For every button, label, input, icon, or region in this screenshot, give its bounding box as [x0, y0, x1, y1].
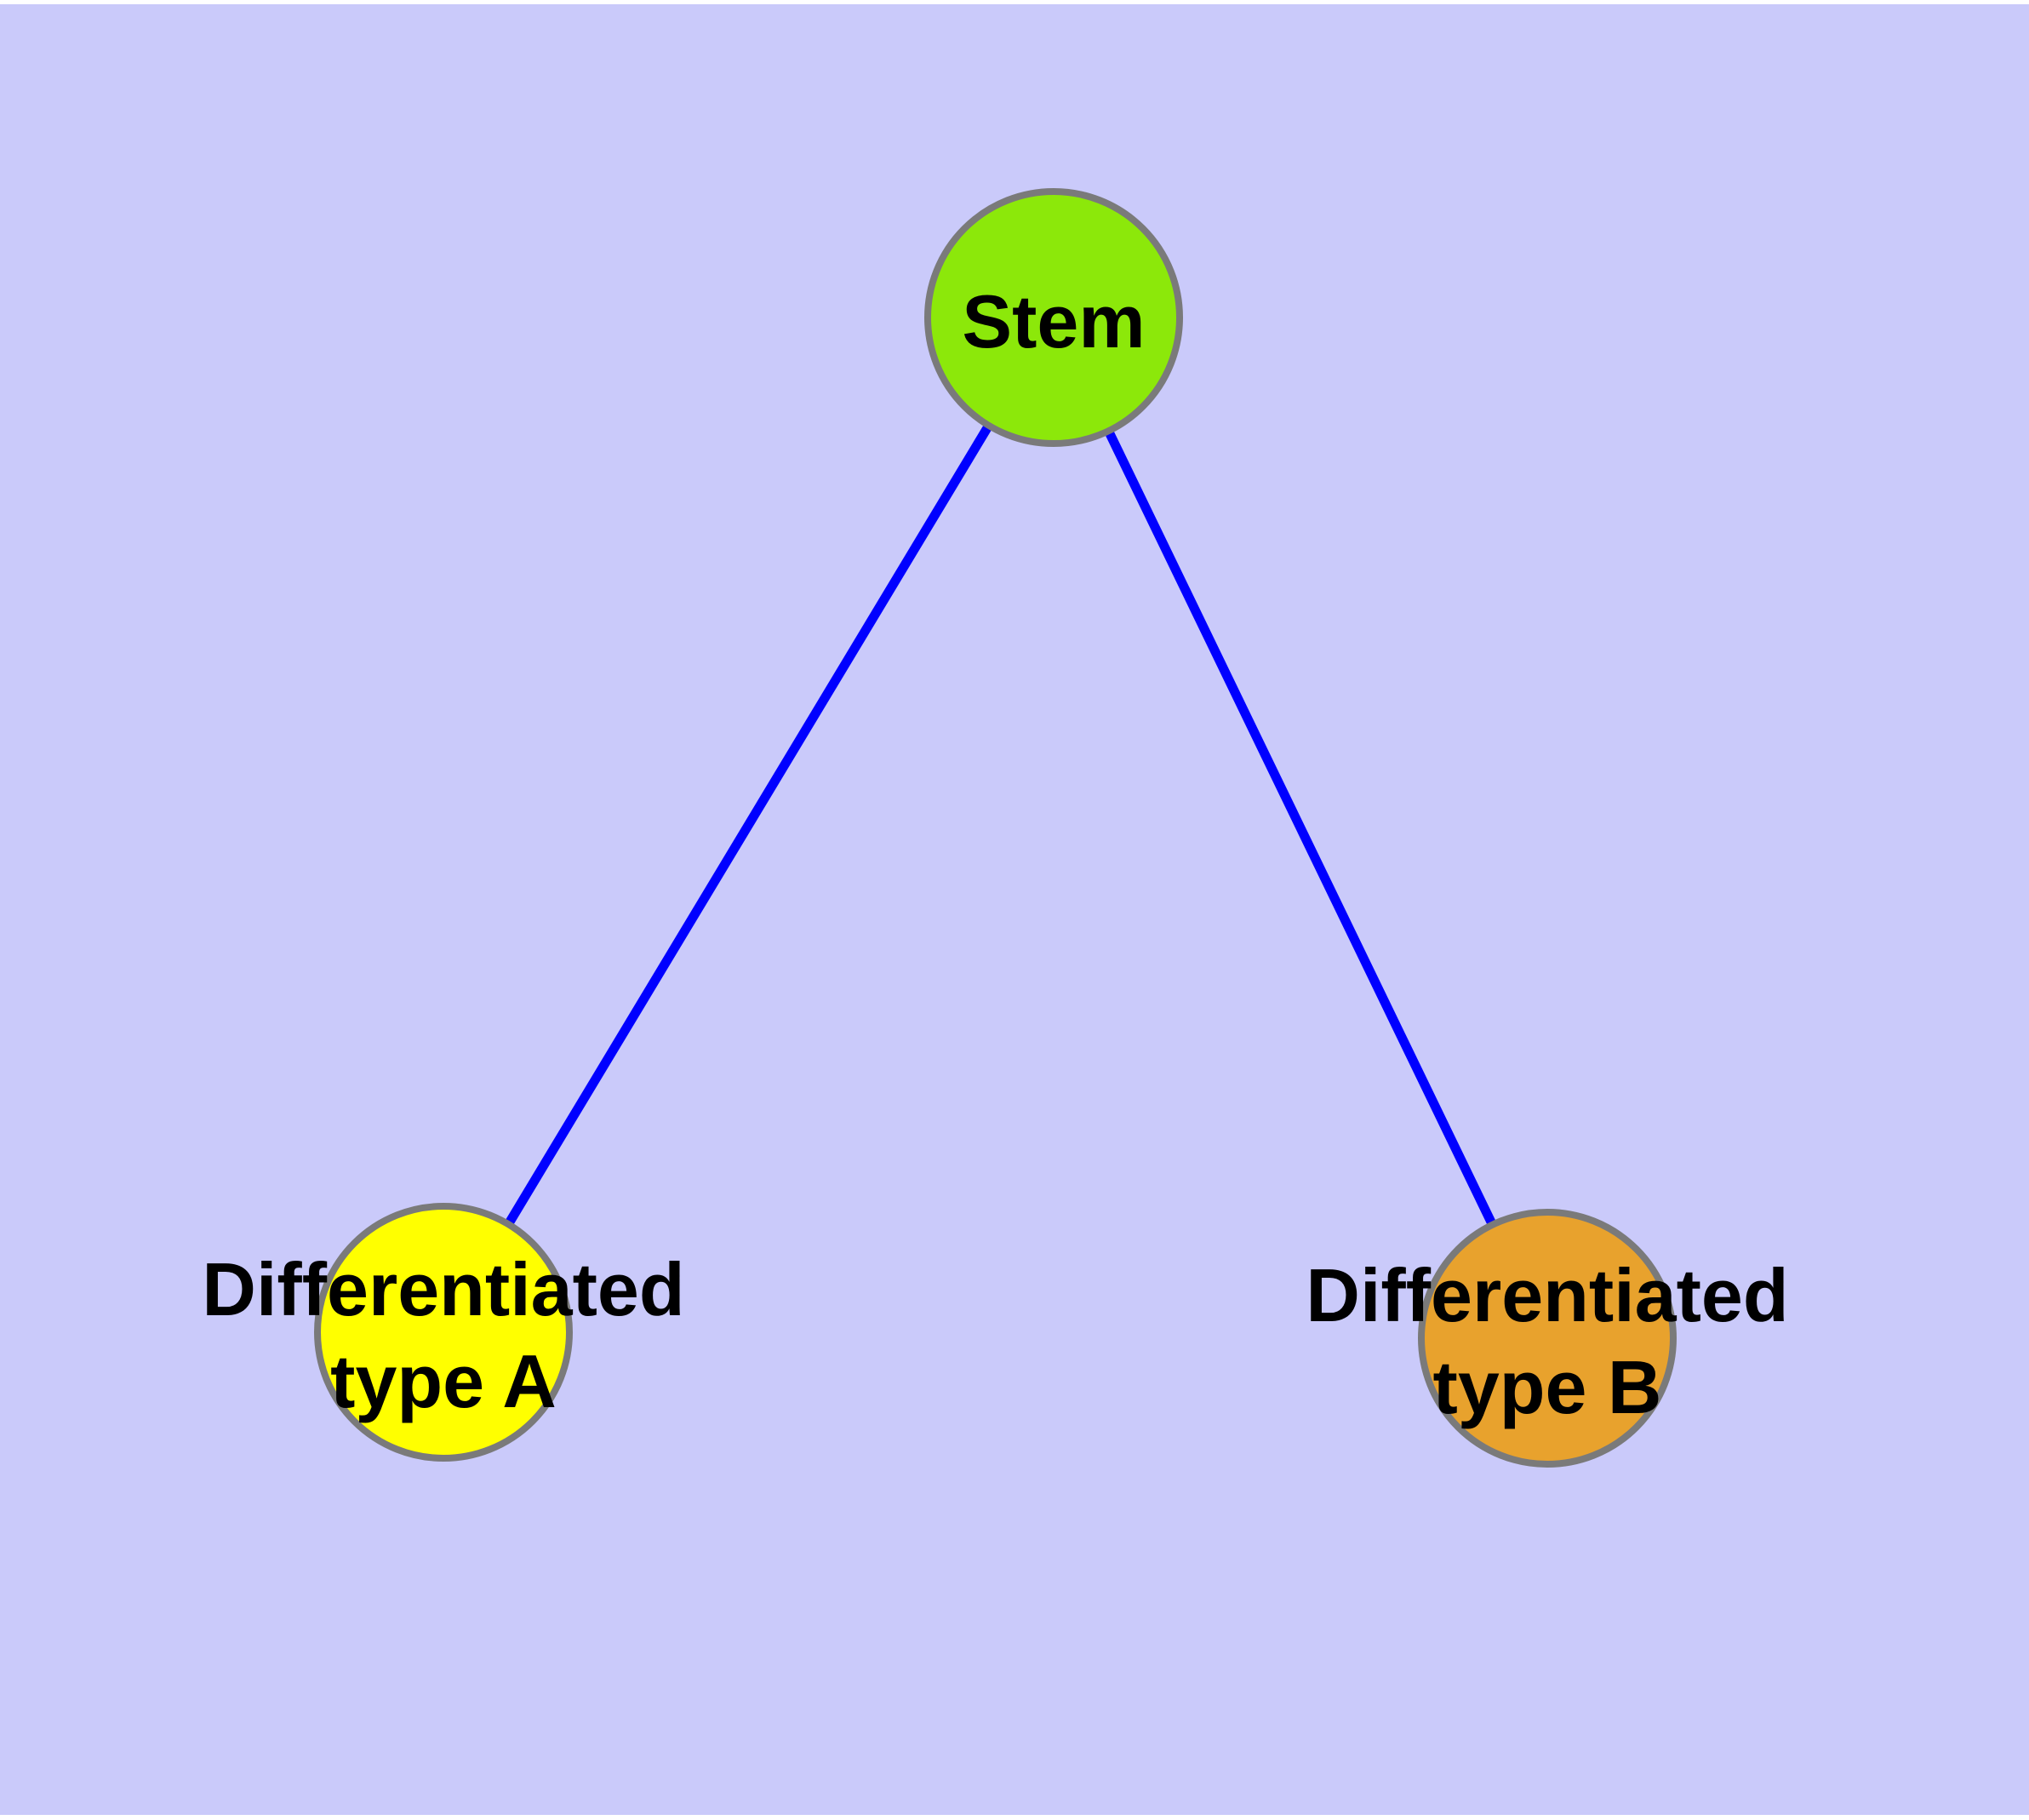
node-typea-label-line2: type A — [330, 1339, 557, 1423]
node-typeb-label-line1: Differentiated — [1306, 1253, 1788, 1337]
node-typeb-circle — [1418, 1209, 1677, 1468]
node-stem-label: Stem — [962, 279, 1145, 363]
node-typea-circle — [314, 1203, 573, 1462]
node-stem-circle — [924, 188, 1183, 447]
edge-stem-to-typea — [439, 315, 1058, 1335]
node-typea-label-line1: Differentiated — [202, 1247, 684, 1331]
node-typeb-label-line2: type B — [1433, 1345, 1662, 1429]
edge-stem-to-typeb — [1049, 315, 1552, 1341]
